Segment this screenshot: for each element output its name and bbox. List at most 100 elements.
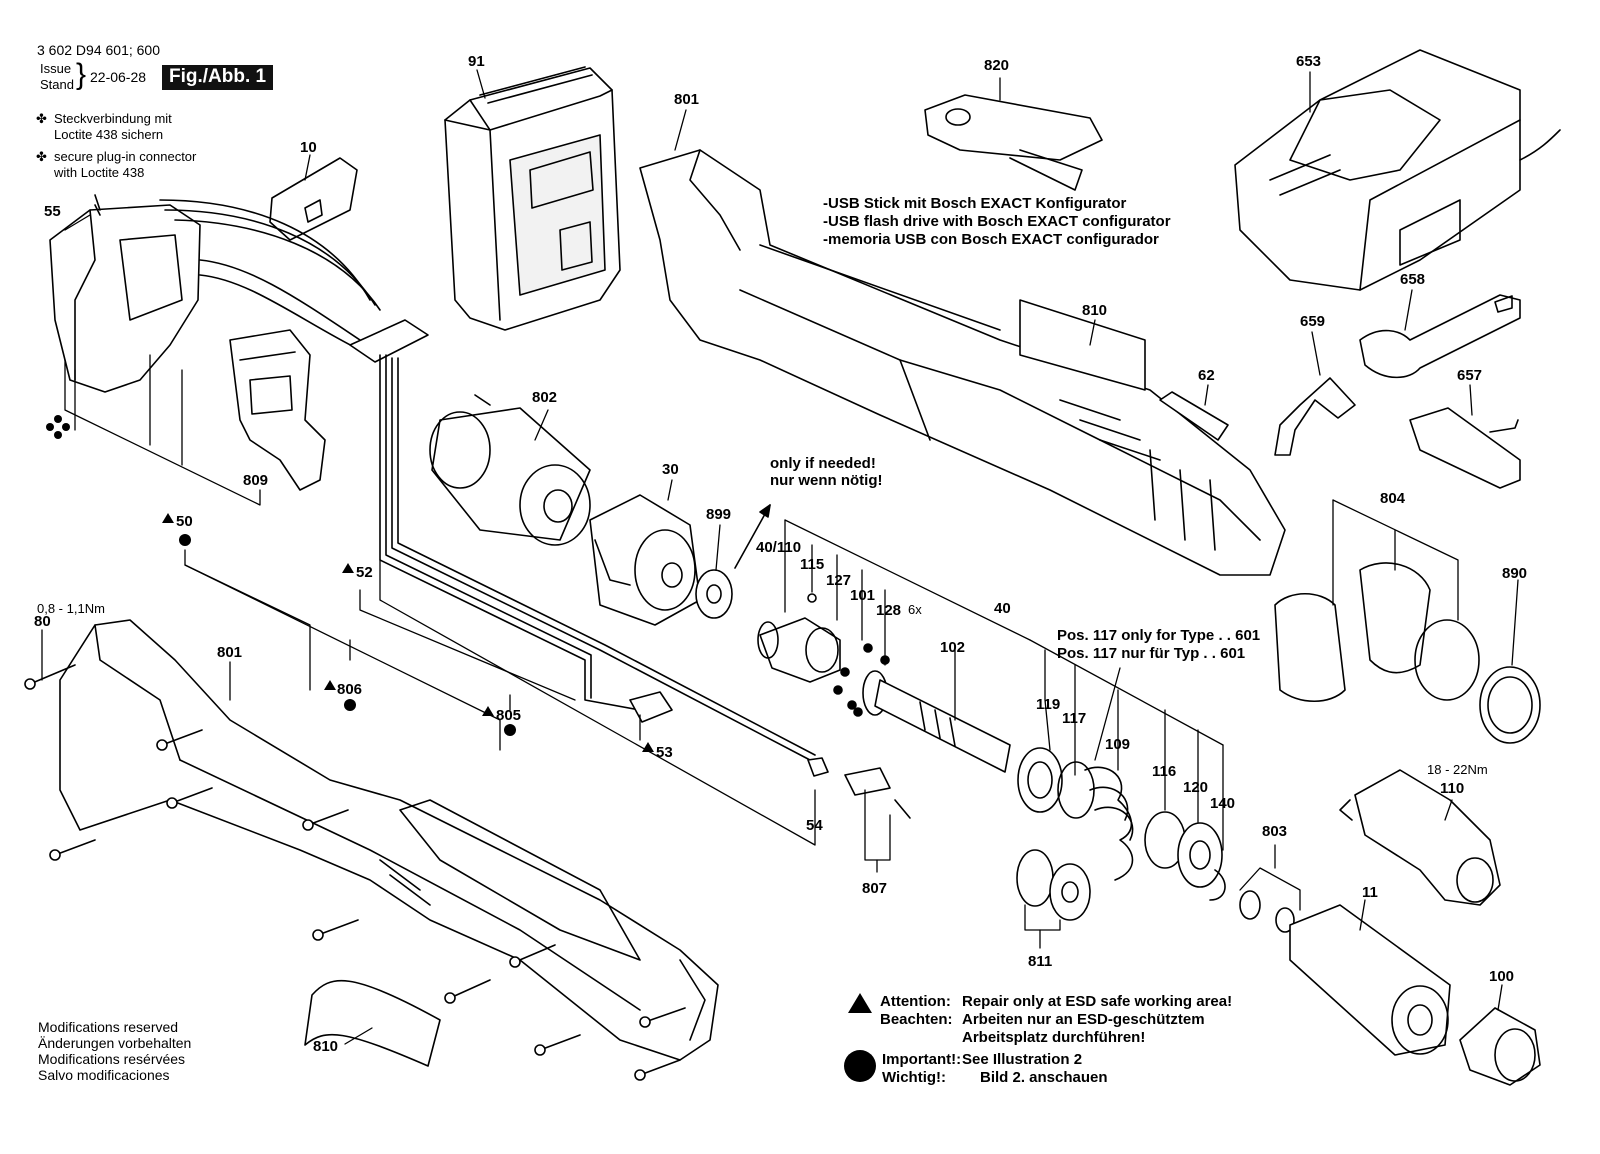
usb-note-en: -USB flash drive with Bosch EXACT config… — [823, 213, 1171, 230]
sleeve-part-804-drawing — [1274, 562, 1431, 702]
part-label-804: 804 — [1380, 490, 1406, 507]
note-line-1: Steckverbindung mit — [54, 111, 172, 126]
esd-triangle-marks — [162, 513, 872, 1013]
gearbox-drawing — [589, 494, 701, 626]
wrench-drawing — [1359, 294, 1521, 379]
clip-659-drawing — [1274, 377, 1356, 456]
brace-glyph: } — [76, 58, 87, 91]
part-label-102: 102 — [940, 639, 966, 656]
part-label-801-bottom: 801 — [217, 644, 243, 661]
note-line-4: with Loctite 438 — [54, 165, 145, 180]
part-label-40: 40 — [994, 600, 1011, 617]
connector-53-drawing — [629, 691, 673, 723]
part-807-drawing — [844, 767, 911, 819]
sensor-54-drawing — [807, 757, 829, 777]
ring-890-drawing — [1479, 666, 1541, 744]
housing-top-drawing — [639, 149, 1286, 576]
usb-note-es: -memoria USB con Bosch EXACT configurado… — [823, 231, 1159, 248]
only-if-needed-de: nur wenn nötig! — [770, 472, 883, 489]
part-label-128: 128 — [876, 602, 902, 619]
charger-drawing — [1234, 49, 1561, 291]
part-label-100: 100 — [1489, 968, 1515, 985]
small-pcb-drawing — [349, 319, 816, 761]
part-label-120: 120 — [1183, 779, 1209, 796]
modifications-de: Änderungen vorbehalten — [38, 1035, 192, 1051]
part-803-drawing — [1239, 890, 1295, 933]
part-label-101: 101 — [850, 587, 876, 604]
part-label-110: 110 — [1440, 780, 1465, 797]
label-strip-810-bottom — [304, 980, 441, 1067]
battery-pack-drawing — [444, 66, 621, 331]
part-label-55: 55 — [44, 203, 61, 220]
part-label-807: 807 — [862, 880, 888, 897]
issue-date: 22-06-28 — [90, 69, 147, 85]
attention-label: Attention: — [880, 993, 951, 1010]
angle-head-drawing — [1339, 769, 1501, 906]
only-if-needed-en: only if needed! — [770, 455, 876, 472]
part-label-11: 11 — [1362, 884, 1378, 901]
part-label-116: 116 — [1152, 763, 1177, 780]
stand-label: Stand — [40, 77, 74, 92]
issue-label: Issue — [40, 61, 72, 76]
part-label-810-top: 810 — [1082, 302, 1108, 319]
part-11-drawing — [1289, 904, 1451, 1056]
electronics-module-drawing — [49, 194, 381, 393]
screws-drawing — [24, 664, 686, 1081]
part-label-117: 117 — [1062, 710, 1087, 727]
modifications-en: Modifications reserved — [38, 1019, 179, 1035]
clover-icon: ✤ — [36, 149, 47, 164]
pos117-note-en: Pos. 117 only for Type . . 601 — [1057, 627, 1261, 644]
head-torque: 18 - 22Nm — [1427, 762, 1488, 777]
important-label: Important!: — [882, 1051, 962, 1068]
part-label-802: 802 — [532, 389, 558, 406]
beachten-text-2: Arbeitsplatz durchführen! — [962, 1029, 1146, 1046]
part-label-30: 30 — [662, 461, 679, 478]
part-62-drawing — [1159, 391, 1229, 441]
note-line-2: Loctite 438 sichern — [54, 127, 164, 142]
o-ring-drawing — [1414, 619, 1480, 701]
part-label-811: 811 — [1028, 953, 1053, 970]
part-label-109: 109 — [1105, 736, 1131, 753]
part-657-drawing — [1409, 407, 1521, 489]
spindle-drawing — [862, 670, 1011, 773]
part-label-658: 658 — [1400, 271, 1426, 288]
beachten-label: Beachten: — [880, 1011, 953, 1028]
part-label-91: 91 — [468, 53, 485, 70]
count-6x: 6x — [908, 602, 922, 617]
part-label-127: 127 — [826, 572, 852, 589]
washer-899-drawing — [695, 569, 733, 619]
part-label-809: 809 — [243, 472, 269, 489]
modifications-fr: Modifications resérvées — [38, 1051, 186, 1067]
part-label-653: 653 — [1296, 53, 1322, 70]
part-label-801-top: 801 — [674, 91, 700, 108]
usb-stick-drawing — [924, 94, 1103, 191]
motor-drawing — [429, 394, 591, 546]
part-label-10: 10 — [300, 139, 317, 156]
wichtig-text: Bild 2. anschauen — [980, 1069, 1108, 1086]
part-label-659: 659 — [1300, 313, 1326, 330]
trigger-switch-drawing — [229, 329, 326, 491]
note-line-3: secure plug-in connector — [54, 149, 197, 164]
usb-note-de: -USB Stick mit Bosch EXACT Konfigurator — [823, 195, 1127, 212]
part-label-50: 50 — [176, 513, 193, 530]
label-strip-810-top — [1019, 299, 1146, 391]
part-811-drawing — [1016, 849, 1091, 921]
part-label-810-bottom: 810 — [313, 1038, 339, 1055]
modifications-es: Salvo modificaciones — [38, 1067, 170, 1083]
part-label-62: 62 — [1198, 367, 1215, 384]
part-label-806: 806 — [337, 681, 363, 698]
part-label-820: 820 — [984, 57, 1010, 74]
part-label-890: 890 — [1502, 565, 1528, 582]
figure-label: Fig./Abb. 1 — [162, 65, 274, 91]
important-dots — [179, 534, 876, 1082]
doc-number: 3 602 D94 601; 600 — [37, 42, 160, 58]
attention-text: Repair only at ESD safe working area! — [962, 993, 1233, 1010]
screw-torque: 0,8 - 1,1Nm — [37, 601, 105, 616]
part-label-657: 657 — [1457, 367, 1483, 384]
part-label-115: 115 — [800, 556, 825, 573]
clutch-assembly-drawing — [757, 593, 890, 717]
beachten-text-1: Arbeiten nur an ESD-geschütztem — [962, 1011, 1205, 1028]
part-label-805: 805 — [496, 707, 522, 724]
cap-100-drawing — [1459, 1007, 1541, 1086]
